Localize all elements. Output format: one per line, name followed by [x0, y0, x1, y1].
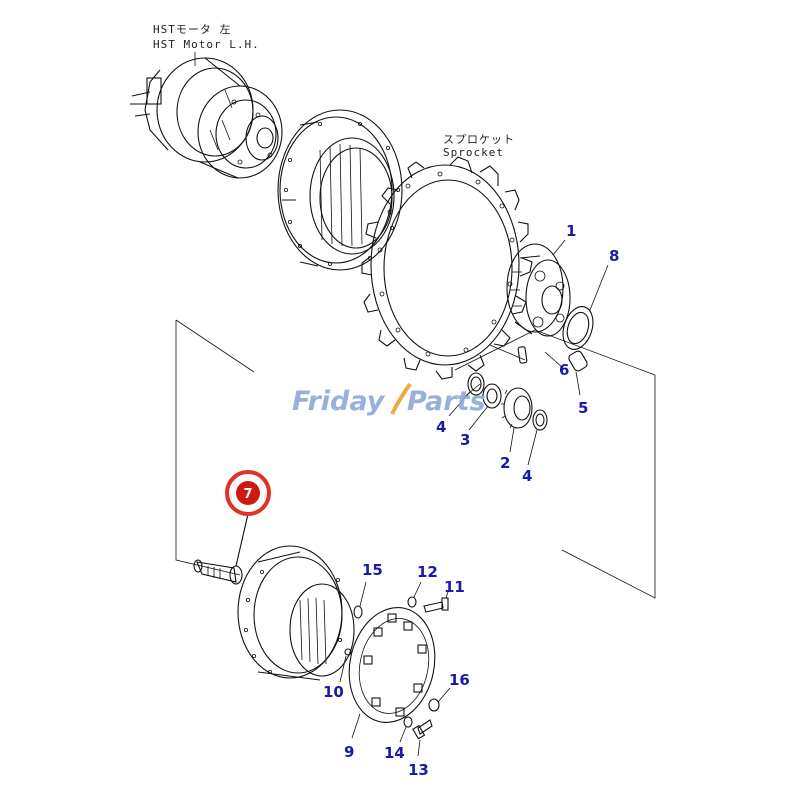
callout-3[interactable]: 3	[460, 431, 470, 449]
callout-leaders	[351, 239, 609, 739]
sprocket	[361, 156, 533, 380]
watermark-text-parts: Parts	[407, 386, 486, 417]
callout-1[interactable]: 1	[566, 222, 576, 240]
watermark-swoosh	[390, 382, 412, 415]
pins	[517, 346, 588, 372]
callout-9[interactable]: 9	[344, 743, 354, 761]
callout-16[interactable]: 16	[449, 671, 470, 689]
sprocket-caption-jp: スプロケット	[443, 133, 515, 146]
drive-shaft	[193, 513, 249, 585]
planetary-carrier	[506, 243, 571, 337]
thrust-ring	[562, 306, 594, 350]
callout-numbers: 1 8 6 5 4 3 2 4 15 12 11 10 16 9 14 13	[323, 222, 619, 779]
reference-lines	[175, 319, 656, 599]
highlighted-part-7[interactable]: 7	[225, 470, 271, 516]
highlight-dot	[236, 481, 260, 505]
motor-caption-en: HST Motor L.H.	[153, 38, 260, 51]
planet-gear-set	[467, 372, 548, 431]
callout-5[interactable]: 5	[578, 399, 588, 417]
callout-2[interactable]: 2	[500, 454, 510, 472]
callout-4-right[interactable]: 4	[522, 467, 532, 485]
callout-14[interactable]: 14	[384, 744, 405, 762]
callout-8[interactable]: 8	[609, 247, 619, 265]
motor-caption-jp: HSTモータ 左	[153, 23, 232, 36]
callout-11[interactable]: 11	[444, 578, 465, 596]
callout-12[interactable]: 12	[417, 563, 438, 581]
callout-15[interactable]: 15	[362, 561, 383, 579]
bottom-housing	[237, 545, 355, 681]
highlight-label: 7	[243, 487, 252, 502]
hst-motor	[130, 57, 283, 179]
cover-plate	[348, 607, 436, 723]
sprocket-caption-en: Sprocket	[443, 146, 504, 159]
callout-13[interactable]: 13	[408, 761, 429, 779]
callout-6[interactable]: 6	[559, 361, 569, 379]
highlight-ring	[225, 470, 271, 516]
callout-4-left[interactable]: 4	[436, 418, 446, 436]
watermark: Friday Parts	[292, 382, 486, 417]
ring-gear-hub	[277, 109, 403, 271]
fasteners	[339, 581, 451, 757]
watermark-text-friday: Friday	[292, 386, 386, 417]
callout-10[interactable]: 10	[323, 683, 344, 701]
